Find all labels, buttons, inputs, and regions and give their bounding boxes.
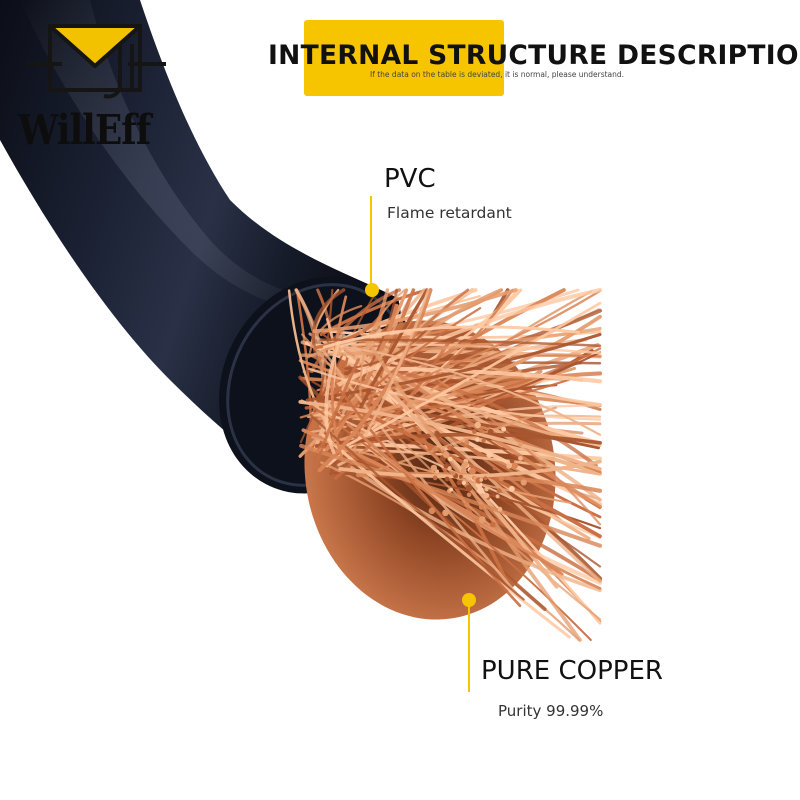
copper-strand: [317, 288, 433, 473]
copper-callout-title: PURE COPPER: [481, 656, 663, 686]
copper-strand: [363, 288, 430, 438]
copper-strand: [318, 344, 521, 599]
copper-strand-end: [518, 456, 523, 461]
copper-strand-end: [498, 476, 504, 482]
copper-strand: [324, 334, 343, 455]
copper-strand: [306, 339, 376, 359]
copper-strand-end: [484, 487, 489, 492]
copper-strand: [350, 466, 602, 593]
copper-strand-end: [447, 445, 452, 450]
copper-strand-end: [497, 506, 503, 512]
copper-strand-end: [464, 440, 470, 446]
copper-strand: [330, 295, 348, 463]
copper-strand-end: [459, 474, 463, 479]
copper-strand: [322, 325, 581, 349]
cable-jacket-highlight: [20, 0, 340, 308]
copper-strand-end: [486, 451, 493, 458]
copper-strand-end: [472, 429, 477, 434]
copper-strand-end: [464, 502, 470, 508]
copper-strand-end: [495, 494, 500, 499]
copper-strand-end: [501, 426, 507, 432]
copper-strand: [309, 414, 525, 601]
copper-strand-end: [477, 487, 484, 494]
brand-name: WillEff: [18, 106, 151, 155]
copper-strand: [314, 358, 360, 469]
copper-strand-end: [448, 456, 453, 462]
copper-strand: [334, 383, 522, 608]
copper-strands: [287, 288, 603, 642]
copper-strand-end: [442, 451, 450, 458]
copper-strand-end: [433, 446, 439, 452]
copper-strand-end: [496, 488, 502, 494]
copper-strand-end: [465, 484, 473, 492]
copper-strand-end: [492, 466, 497, 471]
copper-strand-end: [474, 421, 481, 429]
copper-strand-end: [435, 469, 440, 474]
copper-strand-end: [449, 487, 454, 492]
copper-strand-end: [479, 477, 484, 482]
copper-strand-end: [442, 509, 449, 517]
copper-strand-end: [520, 479, 527, 486]
copper-strand: [299, 326, 602, 357]
copper-strand: [344, 378, 571, 411]
copper-strand-end: [478, 516, 486, 523]
leader-copper: [462, 593, 476, 692]
copper-strand-end: [462, 461, 469, 468]
copper-strand: [311, 288, 346, 355]
copper-strand-end: [511, 462, 518, 469]
pvc-callout-title: PVC: [384, 164, 436, 194]
copper-strand: [308, 367, 602, 421]
copper-strand-end: [517, 441, 523, 447]
copper-strand: [304, 341, 603, 446]
copper-callout-description: Purity 99.99%: [498, 702, 604, 720]
copper-strand: [299, 376, 602, 407]
copper-strand-end: [444, 476, 450, 482]
copper-strand-end: [447, 466, 452, 471]
copper-strand: [358, 288, 429, 411]
copper-strand-end: [466, 492, 472, 498]
title-banner: [304, 20, 504, 96]
copper-strand: [346, 422, 602, 590]
copper-strand-end: [489, 521, 496, 528]
copper-strand: [298, 400, 602, 471]
copper-strand-end: [481, 438, 486, 443]
copper-strand-end: [456, 480, 462, 486]
copper-strand-end: [487, 428, 494, 435]
copper-strand: [339, 288, 398, 412]
copper-strand: [336, 383, 558, 433]
copper-strand-end: [509, 458, 515, 464]
copper-strand-end: [483, 492, 490, 499]
copper-strand-end: [432, 475, 438, 481]
page-subtitle: If the data on the table is deviated, it…: [370, 70, 625, 79]
copper-strand-end: [443, 463, 449, 469]
copper-strand-end: [428, 507, 436, 515]
copper-strand: [301, 333, 602, 621]
envelope-monogram-logo-icon: [26, 24, 166, 99]
copper-strand-end: [430, 464, 438, 472]
copper-strand-end: [469, 467, 476, 475]
pvc-callout-description: Flame retardant: [387, 204, 512, 222]
copper-strand: [335, 288, 602, 387]
copper-strand: [320, 461, 581, 642]
copper-strand-end: [461, 480, 466, 485]
copper-strand: [345, 345, 602, 436]
copper-strand-end: [475, 437, 480, 442]
copper-strand-end: [483, 476, 488, 481]
copper-strand: [309, 288, 402, 374]
page-title: INTERNAL STRUCTURE DESCRIPTION: [268, 40, 800, 71]
leader-pvc: [365, 196, 379, 297]
copper-strand-end: [484, 414, 489, 419]
copper-strand-end: [478, 504, 485, 510]
copper-strand-end: [508, 485, 515, 492]
copper-strand-end: [451, 471, 456, 476]
copper-strand-end: [506, 463, 512, 469]
